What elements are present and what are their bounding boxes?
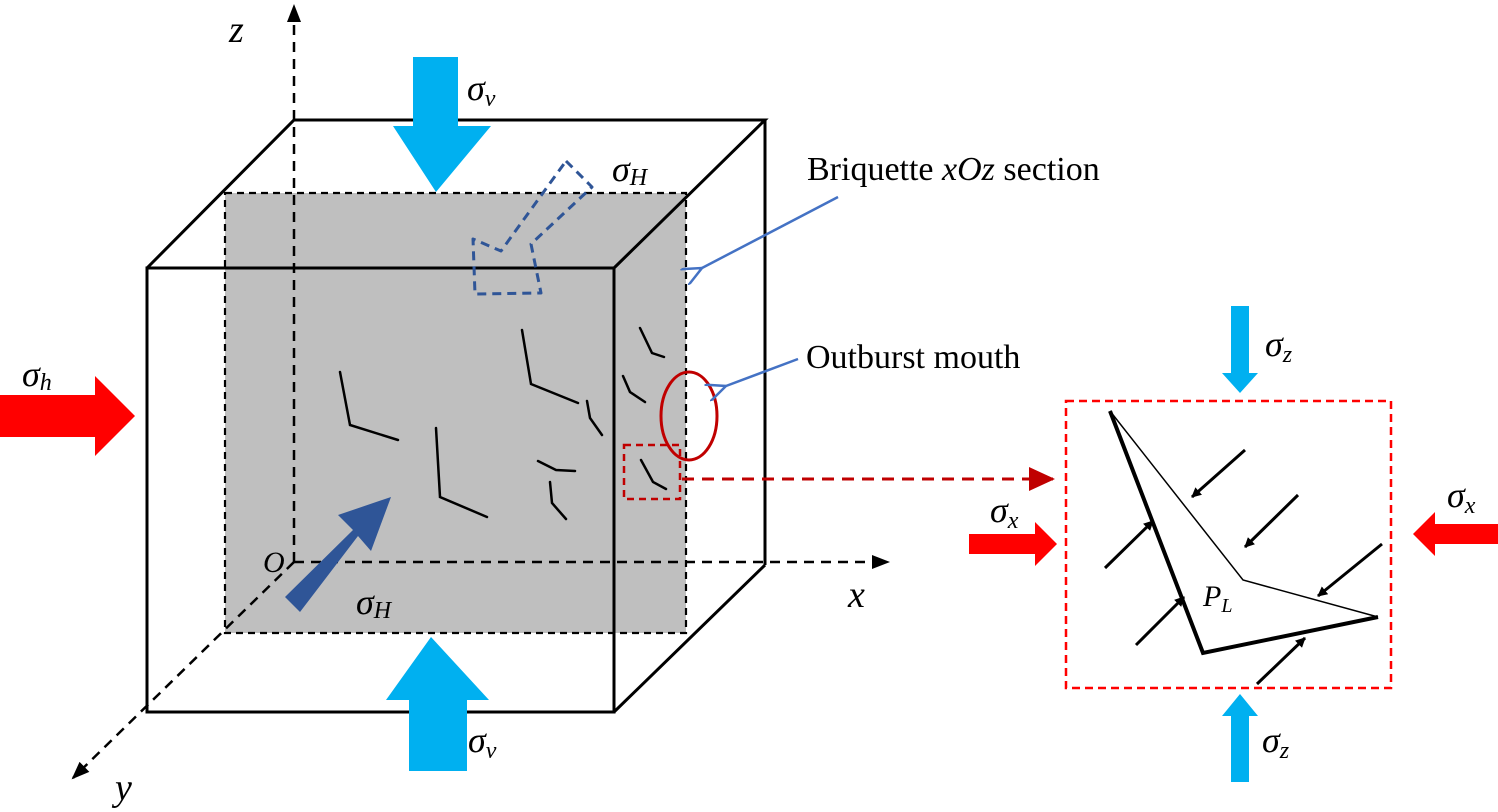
sigma-x-left-arrow (969, 522, 1057, 566)
z-axis-label: z (228, 9, 244, 51)
sigma-v-bottom-arrow (386, 637, 489, 771)
sigma-v-top-label: σv (467, 68, 496, 112)
cracks (338, 326, 668, 521)
outburst-mouth-ellipse (659, 370, 719, 462)
pressure-arrow (1317, 542, 1383, 598)
pressure-arrow (1191, 448, 1246, 499)
x-axis-label: x (847, 574, 865, 616)
origin-label: O (263, 546, 285, 579)
sigma-z-bottom-arrow (1222, 694, 1258, 782)
sigma-h-front-arrow (285, 497, 391, 612)
crack (638, 326, 666, 359)
pressure-arrow (1103, 519, 1155, 570)
cube-bottom-right-edge (612, 563, 767, 714)
crack (434, 426, 489, 519)
crack (536, 459, 577, 473)
mouth-callout-label: Outburst mouth (806, 339, 1020, 376)
fragment-thick-edge (1108, 410, 1379, 656)
detail-source-box (622, 443, 682, 501)
pressure-arrows (1103, 448, 1383, 686)
sigma-x-left-label: σx (990, 490, 1019, 534)
sigma-h-back-label: σH (612, 149, 649, 191)
sigma-z-bottom-label: σz (1262, 720, 1290, 764)
fragment-thin-edge (1109, 410, 1379, 618)
cube-outline (145, 118, 769, 714)
pressure-arrow (1243, 493, 1300, 549)
sigma-z-top-label: σz (1265, 324, 1293, 368)
crack (585, 399, 604, 437)
mouth-callout-arrow (726, 357, 799, 386)
sigma-x-right-arrow (1413, 512, 1498, 556)
cube-front-face (145, 266, 616, 714)
y-axis-label: y (111, 767, 132, 809)
crack (621, 374, 647, 404)
sigma-v-bottom-label: σv (468, 720, 497, 764)
section-callout-arrow (702, 195, 839, 268)
cube-back-edges (145, 118, 769, 270)
crack (520, 328, 580, 405)
outburst-fragment (1108, 410, 1379, 656)
sigma-x-right-label: σx (1447, 475, 1476, 519)
crack (639, 458, 668, 491)
xoz-section-plane (223, 191, 688, 635)
pressure-arrow (1134, 595, 1186, 647)
sigma-h-left-arrow (0, 376, 135, 456)
pressure-arrow (1255, 636, 1307, 686)
section-callout-label: Briquette xOz section (807, 151, 1100, 188)
coordinate-axes (71, 4, 890, 780)
sigma-z-top-arrow (1222, 306, 1258, 393)
sigma-h-min-label: σh (22, 354, 52, 396)
sigma-h-front-label: σH (356, 582, 393, 624)
y-axis (71, 561, 295, 780)
crack (338, 370, 400, 442)
detail-box (1064, 399, 1393, 690)
sigma-h-back-arrow (471, 159, 594, 296)
crack (548, 480, 568, 521)
sigma-v-top-arrow (393, 57, 491, 192)
pressure-label: PL (1202, 580, 1232, 617)
